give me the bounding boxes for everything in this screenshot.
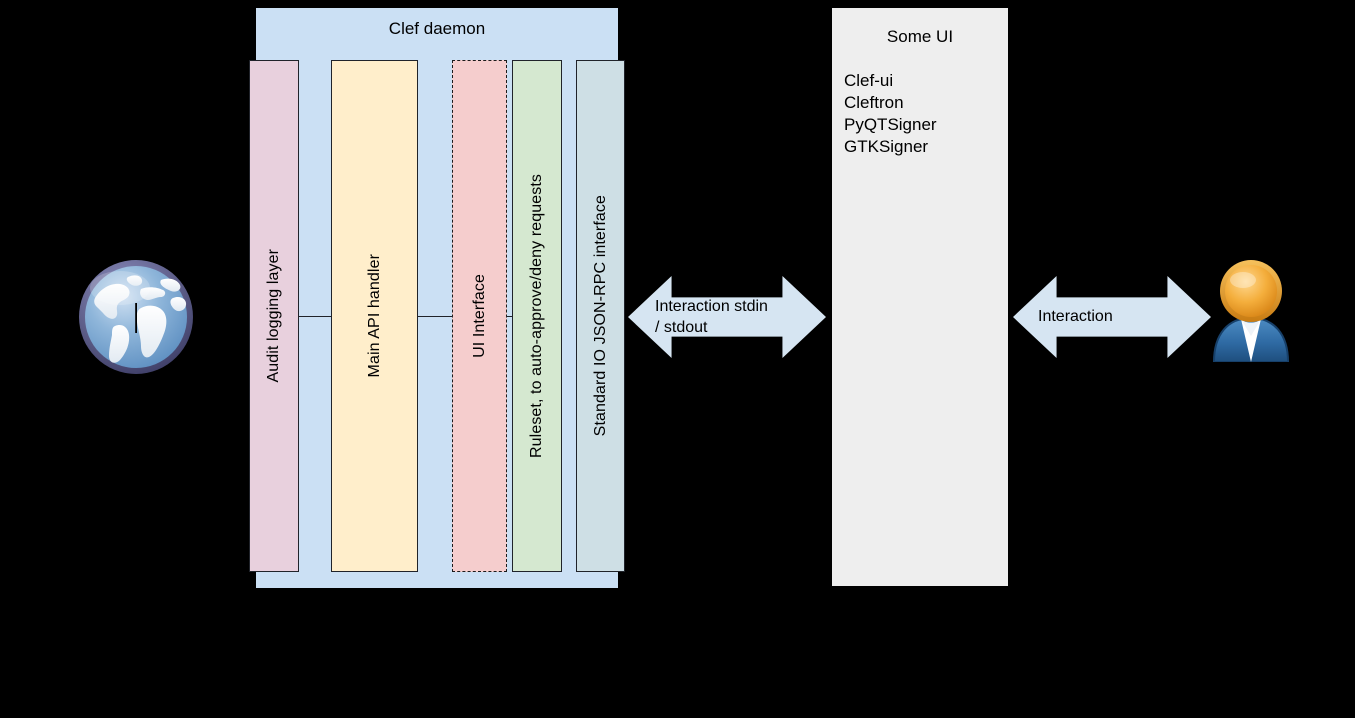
component-audit-logging-layer[interactable]: Audit logging layer xyxy=(249,60,299,572)
list-item: Cleftron xyxy=(844,93,904,112)
connector-audit-to-mainapi xyxy=(298,316,332,317)
connector-uiinterface-to-ruleset xyxy=(506,316,513,317)
component-main-api-handler[interactable]: Main API handler xyxy=(331,60,418,572)
component-label: Main API handler xyxy=(365,254,383,378)
some-ui-title: Some UI xyxy=(886,27,954,46)
some-ui-list: Clef-ui Cleftron PyQTSigner GTKSigner xyxy=(844,70,937,158)
arrow-label-interaction: Interaction xyxy=(1038,308,1113,325)
list-item: PyQTSigner xyxy=(844,115,937,134)
globe-icon xyxy=(75,256,197,378)
clef-daemon-container xyxy=(256,8,618,588)
arrow-label-stdin-stdout: Interaction stdin / stdout xyxy=(655,298,768,336)
component-label: Audit logging layer xyxy=(265,249,282,383)
some-ui-container[interactable]: Some UI Clef-ui Cleftron PyQTSigner GTKS… xyxy=(832,8,1008,586)
component-label: Standard IO JSON-RPC interface xyxy=(591,195,609,437)
component-ui-interface[interactable]: UI Interface xyxy=(452,60,507,572)
user-icon xyxy=(1208,258,1294,362)
list-item: GTKSigner xyxy=(844,137,929,156)
connector-mainapi-to-uiinterface xyxy=(417,316,453,317)
component-label: UI Interface xyxy=(470,274,488,358)
list-item: Clef-ui xyxy=(844,71,894,90)
clef-daemon-title: Clef daemon xyxy=(388,19,486,38)
component-label: Ruleset, to auto-approve/deny requests xyxy=(528,174,545,458)
component-ruleset[interactable]: Ruleset, to auto-approve/deny requests xyxy=(512,60,562,572)
component-standard-io-json-rpc-interface[interactable]: Standard IO JSON-RPC interface xyxy=(576,60,625,572)
